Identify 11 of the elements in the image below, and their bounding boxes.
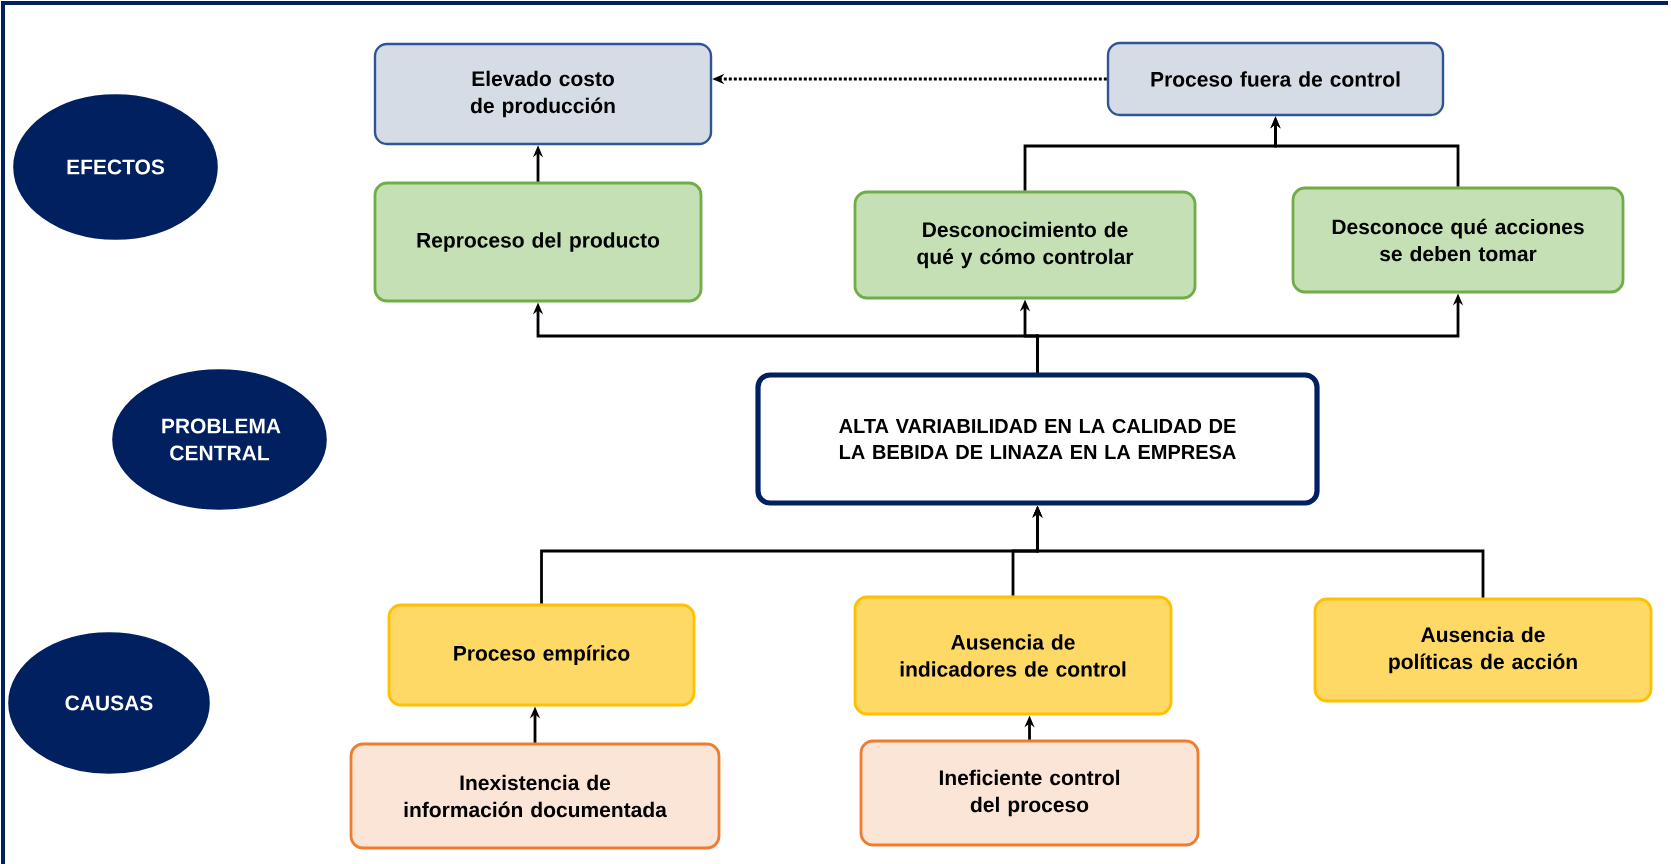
process-box: Desconoce qué acciones se deben tomar <box>1291 186 1625 294</box>
process-box: Elevado costo de producción <box>373 42 713 146</box>
process-box: Reproceso del producto <box>373 181 703 303</box>
process-box: Ausencia de políticas de acción <box>1313 597 1653 703</box>
process-box: Proceso fuera de control <box>1106 41 1445 117</box>
problem-box: ALTA VARIABILIDAD EN LA CALIDAD DE LA BEBIDA DE LINAZA EN LA EMPRESA <box>755 372 1320 506</box>
process-box: Ineficiente control del proceso <box>859 739 1200 847</box>
process-box: Ausencia de indicadores de control <box>853 595 1173 716</box>
process-box: Proceso empírico <box>387 603 696 707</box>
process-box: Inexistencia de información documentada <box>349 742 721 850</box>
process-box: Desconocimiento de qué y cómo controlar <box>853 190 1197 300</box>
